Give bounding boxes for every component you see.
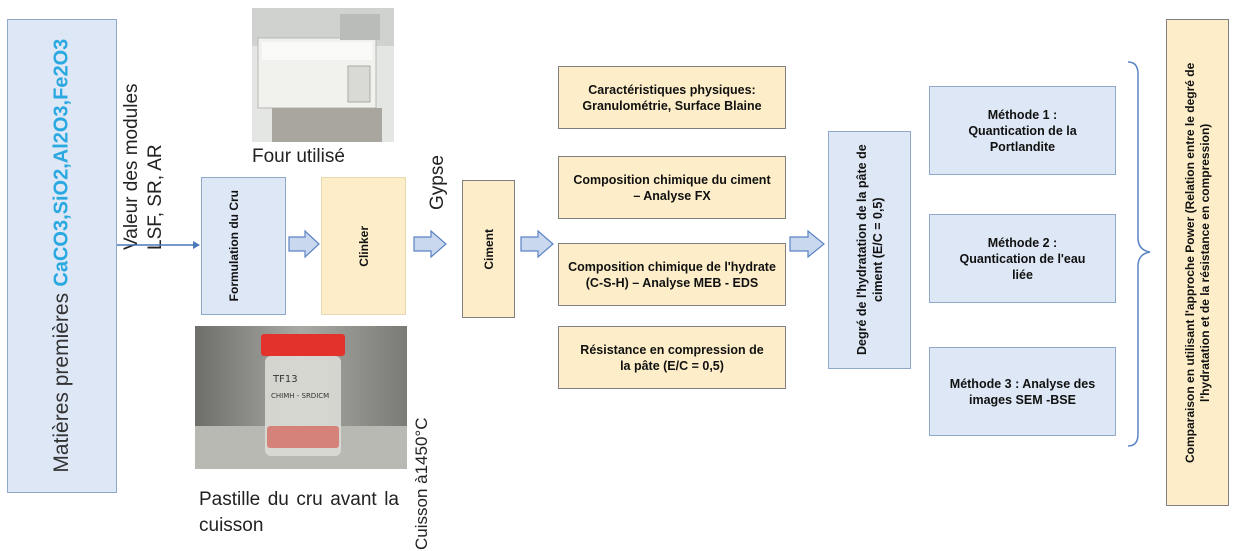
raw-to-formulation-arrow — [117, 241, 200, 249]
gypse-label: Gypse — [427, 155, 448, 210]
methods-brace — [1127, 61, 1151, 447]
method-3-box: Méthode 3 : Analyse des images SEM -BSE — [929, 347, 1116, 436]
characterization-chemical-cement: Composition chimique du ciment – Analyse… — [558, 156, 786, 219]
furnace-photo — [252, 8, 394, 142]
ciment-label: Ciment — [481, 228, 496, 270]
characterization-to-hydration-arrow — [789, 229, 825, 259]
formulation-to-clinker-arrow — [288, 229, 320, 259]
raw-materials-oxides: CaCO3,SiO2,Al2O3,Fe2O3 — [50, 39, 73, 288]
clinker-label: Clinker — [356, 225, 371, 267]
furnace-caption: Four utilisé — [252, 146, 345, 167]
raw-materials-title: Matières premières — [50, 293, 73, 473]
hydration-degree-box: Degré de l'hydratation de la pâte de cim… — [828, 131, 911, 369]
cuisson-label: Cuisson à1450°C — [412, 417, 431, 551]
ciment-to-characterization-arrow — [520, 229, 554, 259]
modules-label: Valeur des modules LSF, SR, AR — [120, 12, 168, 250]
pellet-caption: Pastille du cru avant la cuisson — [199, 489, 399, 536]
method-2-box: Méthode 2 : Quantication de l'eau liée — [929, 214, 1116, 303]
formulation-box: Formulation du Cru — [201, 177, 286, 315]
jar-label-line1: TF13 — [272, 374, 298, 385]
characterization-physical: Caractéristiques physiques: Granulométri… — [558, 66, 786, 129]
clinker-to-ciment-arrow — [413, 229, 447, 259]
modules-label-line2: LSF, SR, AR — [145, 144, 166, 250]
characterization-chemical-hydrate: Composition chimique de l'hydrate (C-S-H… — [558, 243, 786, 306]
jar-label-line2: CHIMH - SRDICM — [271, 392, 329, 400]
comparison-label: Comparaison en utilisant l'approche Powe… — [1182, 62, 1212, 463]
clinker-box: Clinker — [321, 177, 406, 315]
comparison-box: Comparaison en utilisant l'approche Powe… — [1166, 19, 1229, 506]
formulation-label: Formulation du Cru — [226, 190, 241, 302]
characterization-compressive-strength: Résistance en compression de la pâte (E/… — [558, 326, 786, 389]
modules-label-line1: Valeur des modules — [121, 83, 142, 250]
pellet-photo: TF13 CHIMH - SRDICM — [195, 326, 407, 469]
hydration-degree-label: Degré de l'hydratation de la pâte de cim… — [854, 144, 885, 356]
raw-materials-box: Matières premières CaCO3,SiO2,Al2O3,Fe2O… — [7, 19, 117, 493]
method-1-box: Méthode 1 : Quantication de la Portlandi… — [929, 86, 1116, 175]
ciment-box: Ciment — [462, 180, 515, 318]
